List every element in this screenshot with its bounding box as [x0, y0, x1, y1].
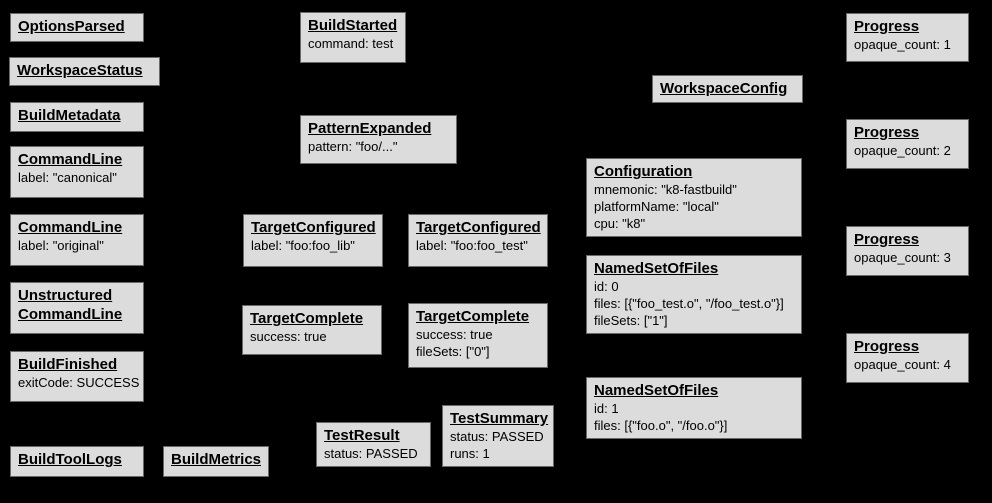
node-field: status: PASSED [450, 429, 544, 444]
node-field: opaque_count: 3 [854, 250, 951, 265]
node-title: Progress [854, 124, 920, 141]
node-title: CommandLine [18, 151, 123, 168]
node-title: NamedSetOfFiles [594, 382, 719, 399]
node-title: WorkspaceStatus [17, 62, 143, 79]
node-target-configured-foo-test: TargetConfigured label: "foo:foo_test" [408, 214, 548, 267]
node-field: label: "foo:foo_lib" [251, 238, 355, 253]
node-field: exitCode: SUCCESS [18, 375, 140, 390]
node-title: BuildFinished [18, 356, 118, 373]
node-field: pattern: "foo/..." [308, 139, 398, 154]
node-build-started: BuildStarted command: test [300, 12, 406, 63]
node-field: platformName: "local" [594, 199, 719, 214]
node-field: opaque_count: 1 [854, 37, 951, 52]
node-title: Progress [854, 338, 920, 355]
node-field: command: test [308, 36, 394, 51]
node-field: label: "foo:foo_test" [416, 238, 528, 253]
node-title: TestResult [324, 427, 400, 444]
node-field: files: [{"foo.o", "/foo.o"}] [594, 418, 728, 433]
node-target-complete-test: TargetComplete success: true fileSets: ["0… [408, 303, 548, 368]
node-build-tool-logs: BuildToolLogs [10, 446, 144, 477]
node-title: Progress [854, 231, 920, 248]
node-workspace-config: WorkspaceConfig [652, 75, 803, 103]
node-field: opaque_count: 4 [854, 357, 951, 372]
node-title: Progress [854, 18, 920, 35]
node-field: fileSets: ["0"] [416, 344, 490, 359]
node-options-parsed: OptionsParsed [10, 13, 144, 42]
node-title: TargetConfigured [251, 219, 376, 236]
node-named-set-of-files-1: NamedSetOfFiles id: 1 files: [{"foo.o", "/… [586, 377, 802, 439]
node-progress-3: Progress opaque_count: 3 [846, 226, 969, 276]
node-title: BuildToolLogs [18, 451, 122, 468]
node-field: runs: 1 [450, 446, 490, 461]
node-build-finished: BuildFinished exitCode: SUCCESS [10, 351, 144, 402]
node-field: status: PASSED [324, 446, 418, 461]
node-field: cpu: "k8" [594, 216, 646, 231]
node-field: label: "original" [18, 238, 104, 253]
node-named-set-of-files-0: NamedSetOfFiles id: 0 files: [{"foo_test.o… [586, 255, 802, 334]
node-test-summary: TestSummary status: PASSED runs: 1 [442, 405, 554, 467]
node-field: opaque_count: 2 [854, 143, 951, 158]
node-title: Unstructured [18, 287, 113, 304]
node-build-metadata: BuildMetadata [10, 102, 144, 132]
node-title: BuildMetrics [171, 451, 262, 468]
node-field: success: true [416, 327, 493, 342]
node-title: TargetComplete [416, 308, 530, 325]
node-field: fileSets: ["1"] [594, 313, 668, 328]
node-field: files: [{"foo_test.o", "/foo_test.o"}] [594, 296, 784, 311]
node-progress-1: Progress opaque_count: 1 [846, 13, 969, 62]
node-title: CommandLine [18, 306, 123, 323]
node-workspace-status: WorkspaceStatus [9, 57, 160, 86]
node-field: mnemonic: "k8-fastbuild" [594, 182, 737, 197]
node-field: label: "canonical" [18, 170, 117, 185]
node-progress-4: Progress opaque_count: 4 [846, 333, 969, 383]
node-title: TargetConfigured [416, 219, 541, 236]
node-field: success: true [250, 329, 327, 344]
node-configuration: Configuration mnemonic: "k8-fastbuild" pla… [586, 158, 802, 237]
node-progress-2: Progress opaque_count: 2 [846, 119, 969, 169]
node-title: WorkspaceConfig [660, 80, 788, 97]
node-pattern-expanded: PatternExpanded pattern: "foo/..." [300, 115, 457, 164]
node-title: Configuration [594, 163, 693, 180]
node-test-result: TestResult status: PASSED [316, 422, 431, 467]
node-title: BuildMetadata [18, 107, 121, 124]
node-title: TestSummary [450, 410, 549, 427]
node-build-metrics: BuildMetrics [163, 446, 269, 477]
node-title: NamedSetOfFiles [594, 260, 719, 277]
node-target-configured-foo-lib: TargetConfigured label: "foo:foo_lib" [243, 214, 383, 267]
node-field: id: 0 [594, 279, 619, 294]
node-title: TargetComplete [250, 310, 364, 327]
node-title: BuildStarted [308, 17, 398, 34]
node-field: id: 1 [594, 401, 619, 416]
node-command-line-canonical: CommandLine label: "canonical" [10, 146, 144, 198]
node-command-line-original: CommandLine label: "original" [10, 214, 144, 266]
node-title: PatternExpanded [308, 120, 432, 137]
node-title: OptionsParsed [18, 18, 125, 35]
node-title: CommandLine [18, 219, 123, 236]
node-target-complete-lib: TargetComplete success: true [242, 305, 382, 355]
